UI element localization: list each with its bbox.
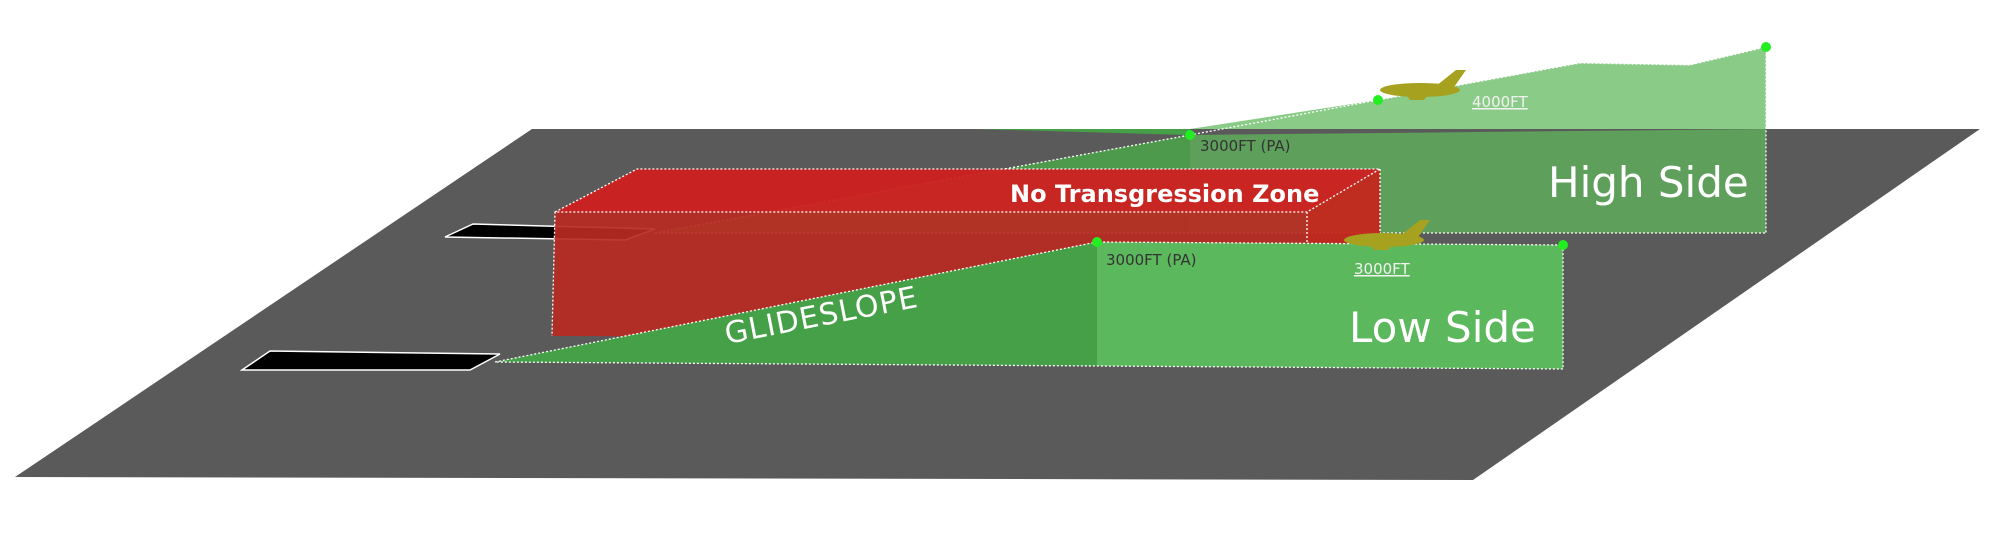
nto-zone-side (1307, 169, 1380, 244)
waypoint-high-pa (1185, 130, 1195, 140)
high-side-label: High Side (1548, 158, 1749, 207)
high-pa-label: 3000FT (PA) (1200, 137, 1291, 155)
high-alt-label: 4000FT (1472, 93, 1529, 111)
waypoint-high-end (1761, 42, 1771, 52)
low-alt-label: 3000FT (1354, 260, 1411, 278)
low-side-wedge (495, 242, 1097, 366)
waypoint-low-end (1558, 240, 1568, 250)
aircraft-high-icon (1380, 70, 1466, 100)
waypoint-high-alt (1373, 95, 1383, 105)
low-side-box (1097, 242, 1563, 369)
low-pa-label: 3000FT (PA) (1106, 251, 1197, 269)
high-side-sky (975, 47, 1766, 129)
aircraft-low-icon (1344, 220, 1430, 250)
runway-low (239, 350, 501, 371)
zone-label: No Transgression Zone (1010, 180, 1319, 208)
waypoint-low-pa (1092, 237, 1102, 247)
nto-zone-top (555, 169, 1380, 212)
low-side-label: Low Side (1349, 303, 1536, 352)
high-side-wedge-upper (975, 129, 1190, 135)
